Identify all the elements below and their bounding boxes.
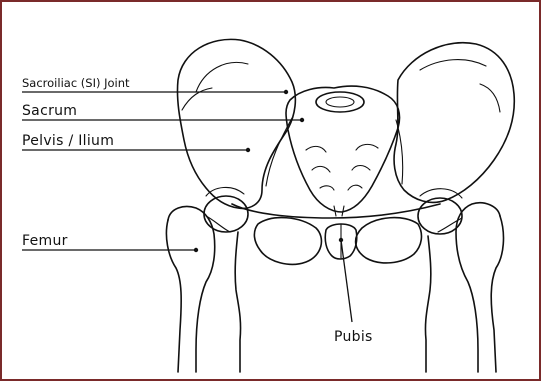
right-ilium-outline (394, 43, 514, 203)
sacral-promontory (316, 92, 364, 112)
coccyx (334, 206, 344, 216)
sacral-canal (326, 97, 354, 107)
left-obturator (254, 218, 321, 265)
si-joint-dot (284, 90, 288, 94)
right-acetabulum (420, 189, 462, 198)
left-ilium-outline (177, 39, 295, 208)
sacral-foramen-3 (312, 166, 330, 172)
right-femur-medial (491, 216, 503, 372)
right-obturator (356, 218, 422, 263)
left-ilium-rim (182, 88, 212, 110)
left-femur-medial (166, 220, 181, 372)
sacral-foramen-5 (320, 186, 334, 190)
right-ilium-rim (480, 84, 500, 112)
sacrum-outline (286, 86, 400, 212)
left-femur-neck (206, 216, 230, 232)
right-ilium-inner (420, 60, 486, 70)
label-pelvis-ilium: Pelvis / Ilium (22, 133, 114, 149)
pubis-dot (339, 238, 343, 242)
left-femur-outline (168, 207, 215, 373)
left-ischium (235, 232, 240, 372)
sacral-foramen-4 (352, 166, 370, 171)
sacral-foramen-1 (306, 146, 326, 152)
label-sacrum: Sacrum (22, 103, 77, 119)
label-pubis: Pubis (334, 329, 373, 345)
left-femoral-head (204, 196, 248, 232)
pubis-leader (341, 240, 352, 322)
label-femur: Femur (22, 233, 68, 249)
sacrum-dot (300, 118, 304, 122)
left-ilium-inner (196, 62, 248, 92)
right-ischium (425, 236, 430, 372)
femur-dot (194, 248, 198, 252)
pelvis-dot (246, 148, 250, 152)
sacral-foramen-2 (356, 144, 378, 150)
label-si-joint: Sacroiliac (SI) Joint (22, 76, 130, 90)
right-femur-outline (456, 203, 500, 372)
sacral-foramen-6 (348, 185, 362, 190)
